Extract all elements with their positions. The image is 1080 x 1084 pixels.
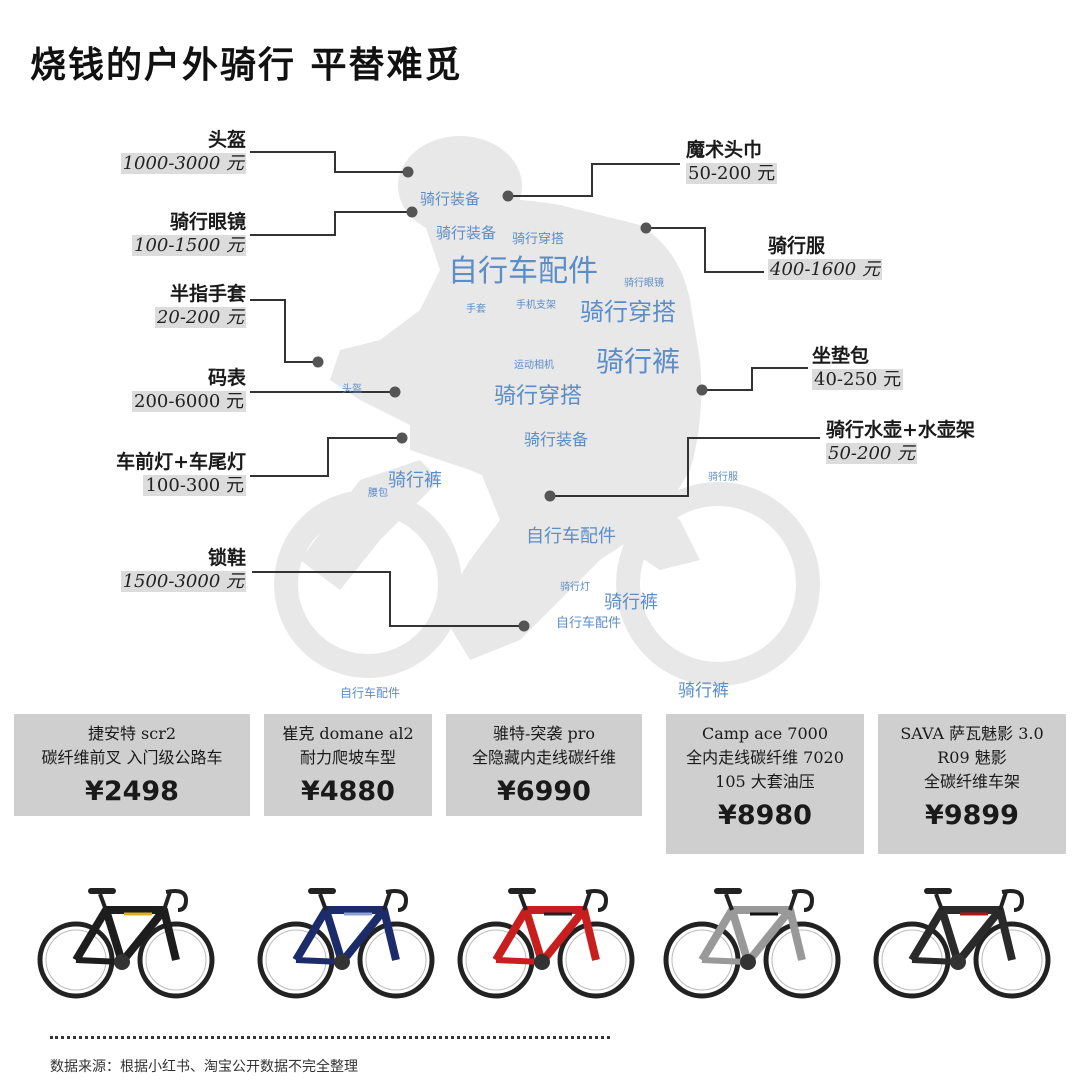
label-glasses: 骑行眼镜 100-1500 元: [60, 210, 246, 258]
label-name: 半指手套: [169, 283, 246, 305]
bike-desc: R09 魅影: [937, 748, 1007, 767]
label-price: 20-200 元: [154, 307, 246, 328]
bike-desc: 105 大套油压: [715, 772, 815, 791]
bike-desc: 碳纤维前叉 入门级公路车: [41, 748, 223, 767]
page-title: 烧钱的户外骑行 平替难觅: [30, 45, 463, 86]
bike-desc: 骓特-突袭 pro: [492, 724, 596, 743]
label-name: 头盔: [207, 129, 246, 151]
divider-dotted: [50, 1036, 610, 1039]
word-cloud-term: 手套: [466, 304, 486, 315]
bike-desc: 全碳纤维车架: [923, 772, 1020, 791]
bike-image: [37, 888, 215, 999]
bike-card-1: 捷安特 scr2 碳纤维前叉 入门级公路车 ¥2498: [14, 714, 250, 816]
bike-desc: 捷安特 scr2: [87, 724, 177, 743]
bike-desc: Camp ace 7000: [701, 724, 829, 743]
word-cloud-term: 骑行穿搭: [580, 298, 676, 326]
word-cloud-term: 骑行灯: [560, 582, 590, 593]
label-name: 车前灯+车尾灯: [116, 451, 246, 473]
word-cloud-term: 骑行裤: [596, 345, 681, 378]
label-name: 骑行眼镜: [169, 211, 246, 233]
word-cloud-term: 骑行装备: [420, 190, 481, 208]
word-cloud-term: 手机支架: [516, 300, 556, 311]
bike-desc: 耐力爬坡车型: [299, 748, 396, 767]
leader-dots: [312, 166, 708, 632]
word-cloud-term: 自行车配件: [556, 616, 622, 631]
word-cloud-term: 自行车配件: [526, 526, 616, 547]
label-price: 50-200 元: [686, 163, 778, 184]
label-price: 200-6000 元: [132, 391, 246, 412]
bike-price: ¥8980: [718, 800, 812, 831]
label-headband: 魔术头巾 50-200 元: [686, 138, 886, 186]
word-cloud-term: 骑行裤: [388, 470, 442, 491]
label-name: 魔术头巾: [686, 139, 763, 161]
bike-price: ¥4880: [301, 776, 395, 807]
word-cloud-term: 骑行眼镜: [624, 278, 664, 289]
label-price: 400-1600 元: [768, 259, 882, 280]
data-source-note: 数据来源：根据小红书、淘宝公开数据不完全整理: [50, 1059, 358, 1075]
bike-card-2: 崔克 domane al2 耐力爬坡车型 ¥4880: [264, 714, 432, 816]
label-name: 骑行水壶+水壶架: [826, 419, 975, 441]
label-price: 40-250 元: [812, 369, 904, 390]
bike-price: ¥2498: [85, 776, 179, 807]
word-cloud-term: 头盔: [342, 384, 362, 395]
word-cloud-term: 骑行装备: [436, 224, 497, 242]
bike-image: [663, 888, 841, 999]
label-lights: 车前灯+车尾灯 100-300 元: [40, 450, 246, 498]
label-price: 100-1500 元: [132, 235, 246, 256]
bike-price: ¥6990: [497, 776, 591, 807]
label-bottle: 骑行水壶+水壶架 50-200 元: [826, 418, 1046, 466]
word-cloud-term: 运动相机: [514, 360, 554, 371]
word-cloud-term: 骑行穿搭: [494, 384, 583, 409]
bike-desc: 全隐藏内走线碳纤维: [471, 748, 616, 767]
bike-desc: 崔克 domane al2: [282, 724, 414, 743]
word-cloud-term: 自行车配件: [448, 254, 598, 289]
word-cloud-term: 骑行裤: [604, 592, 658, 613]
bike-card-5: SAVA 萨瓦魅影 3.0 R09 魅影 全碳纤维车架 ¥9899: [878, 714, 1066, 854]
word-cloud-term: 骑行裤: [678, 681, 729, 701]
label-bike-computer: 码表 200-6000 元: [60, 366, 246, 414]
bike-image: [257, 888, 435, 999]
label-price: 100-300 元: [143, 475, 246, 496]
bike-price: ¥9899: [925, 800, 1019, 831]
word-cloud-term: 骑行装备: [524, 430, 589, 449]
label-jersey: 骑行服 400-1600 元: [768, 234, 968, 282]
bike-card-4: Camp ace 7000 全内走线碳纤维 7020 105 大套油压 ¥898…: [666, 714, 864, 854]
bike-image: [457, 888, 635, 999]
label-name: 骑行服: [768, 235, 826, 257]
label-name: 锁鞋: [207, 547, 246, 569]
label-helmet: 头盔 1000-3000 元: [60, 128, 246, 176]
word-cloud-term: 骑行穿搭: [512, 232, 565, 247]
label-price: 1000-3000 元: [120, 153, 246, 174]
bike-desc: 全内走线碳纤维 7020: [686, 748, 844, 767]
label-cleats: 锁鞋 1500-3000 元: [60, 546, 246, 594]
bike-image: [873, 888, 1051, 999]
label-saddle-bag: 坐垫包 40-250 元: [812, 344, 1012, 392]
word-cloud-term: 自行车配件: [340, 686, 401, 700]
label-gloves: 半指手套 20-200 元: [60, 282, 246, 330]
word-cloud-term: 腰包: [368, 488, 388, 499]
leader-lines: [250, 151, 820, 627]
bike-desc: SAVA 萨瓦魅影 3.0: [900, 724, 1044, 743]
label-price: 1500-3000 元: [120, 571, 246, 592]
label-name: 坐垫包: [812, 345, 870, 367]
label-price: 50-200 元: [826, 443, 918, 464]
bike-card-3: 骓特-突袭 pro 全隐藏内走线碳纤维 ¥6990: [446, 714, 642, 816]
word-cloud-term: 骑行服: [708, 472, 738, 483]
label-name: 码表: [207, 367, 246, 389]
